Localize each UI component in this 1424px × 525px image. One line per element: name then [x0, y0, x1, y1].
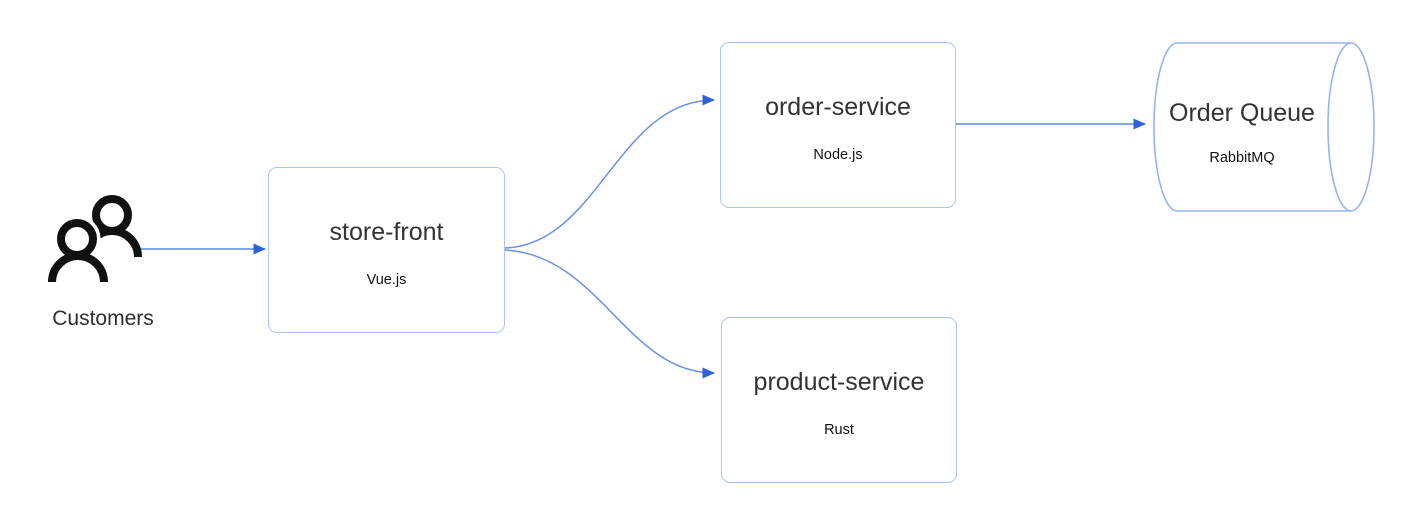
- order-queue-title: Order Queue: [1169, 99, 1315, 127]
- order-queue-subtitle: RabbitMQ: [1209, 150, 1275, 166]
- queue-cylinder-shape: [1153, 42, 1375, 212]
- customers-icon: [44, 195, 142, 283]
- edge-storefront-to-productservice: [504, 249, 715, 379]
- product-service-title: product-service: [753, 368, 925, 396]
- node-store-front[interactable]: store-front Vue.js: [268, 167, 505, 333]
- customers-label: Customers: [52, 307, 154, 330]
- order-service-title: order-service: [765, 93, 911, 121]
- node-customers[interactable]: Customers: [33, 188, 173, 331]
- store-front-subtitle: Vue.js: [366, 272, 407, 288]
- order-service-subtitle: Node.js: [813, 147, 863, 163]
- store-front-title: store-front: [329, 218, 444, 246]
- node-product-service[interactable]: product-service Rust: [721, 317, 957, 483]
- node-order-service[interactable]: order-service Node.js: [720, 42, 956, 208]
- edge-storefront-to-orderservice: [504, 94, 715, 249]
- node-order-queue[interactable]: Order Queue RabbitMQ: [1153, 42, 1377, 212]
- product-service-subtitle: Rust: [824, 422, 854, 438]
